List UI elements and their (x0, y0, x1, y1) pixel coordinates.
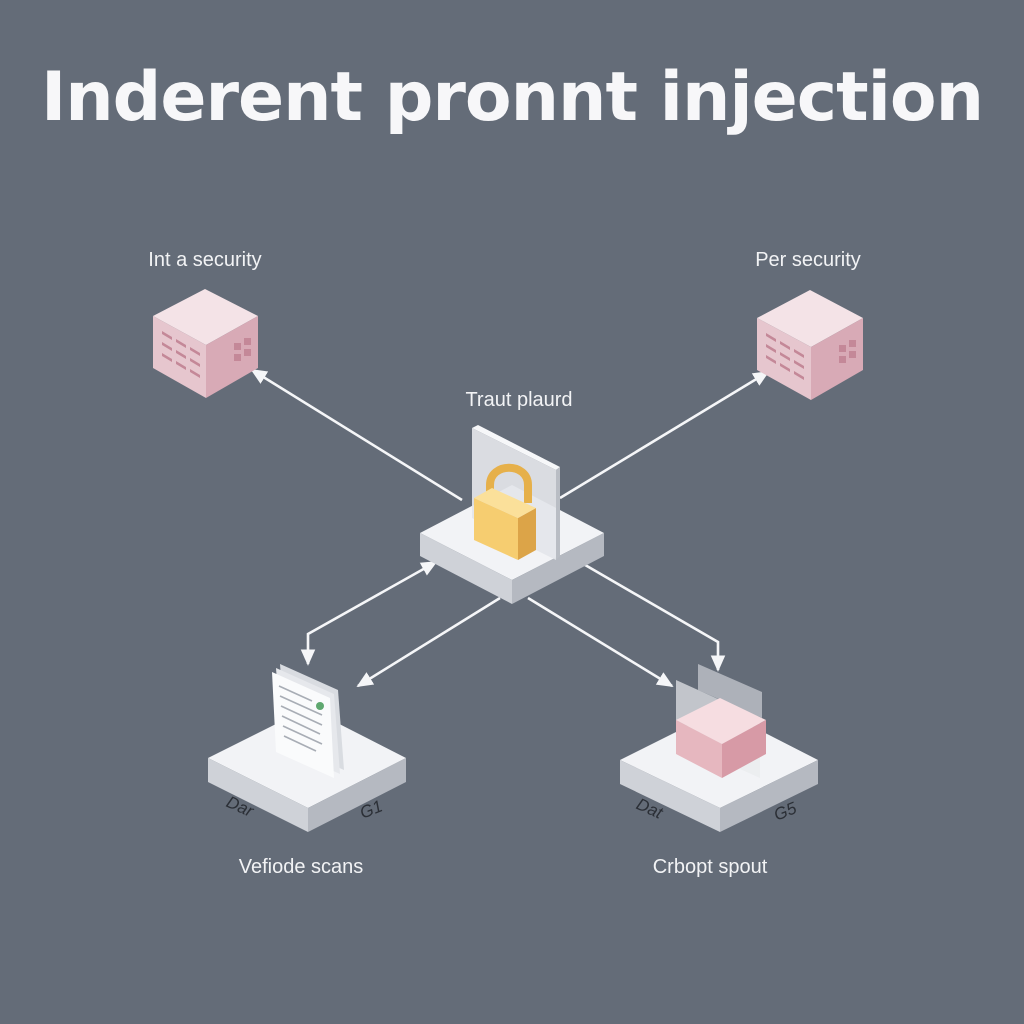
server-cube-right (757, 290, 863, 400)
label-center: Traut plaurd (465, 389, 573, 411)
lock-icon (474, 463, 536, 560)
label-bottom-left: Vefiode scans (238, 856, 364, 878)
arrow-bottom-left-diagonal (356, 596, 501, 688)
label-bottom-right: Crbopt spout (652, 856, 768, 878)
arrow-center-to-bottom-right (527, 596, 674, 688)
arrow-center-to-bottom-right-hook (579, 560, 726, 672)
arrow-center-bottom-left-bidirectional (300, 560, 438, 666)
arrow-center-to-top-left (250, 368, 463, 502)
label-top-left: Int a security (148, 249, 262, 271)
pink-box-icon (676, 698, 766, 778)
page-title: Inderent pronnt injection (40, 58, 984, 137)
document-icon (272, 664, 344, 778)
arrow-center-to-top-right (559, 370, 770, 500)
server-cube-left (153, 289, 258, 398)
label-top-right: Per security (755, 249, 861, 271)
connector-arrows (250, 368, 770, 688)
